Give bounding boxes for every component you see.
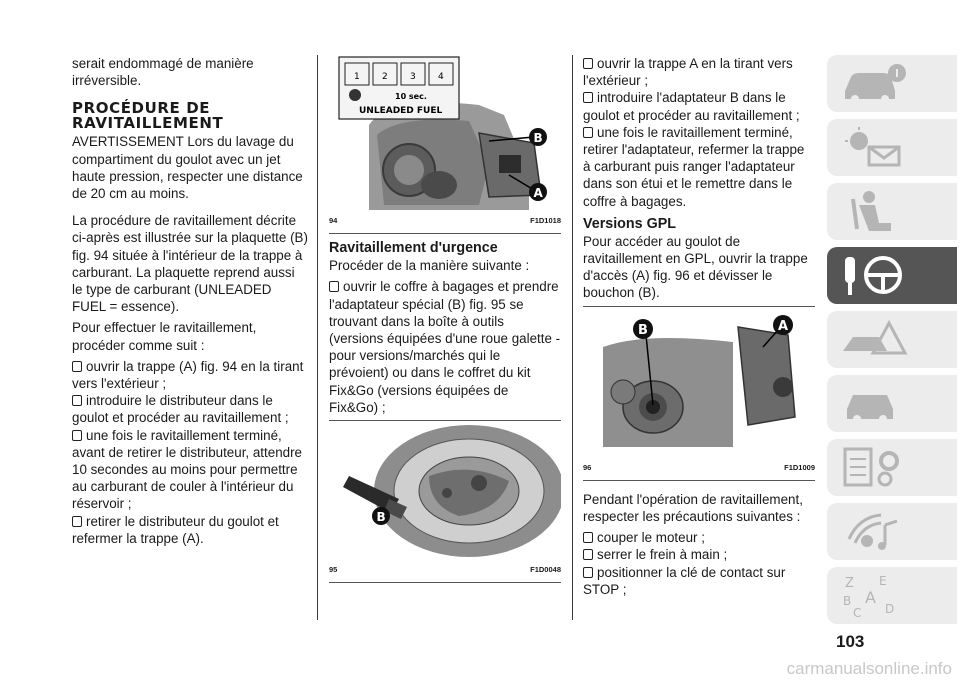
callout-b: B	[638, 323, 648, 338]
index-letter: E	[879, 574, 887, 588]
precautions-paragraph: Pendant l'opération de ravitaillement, r…	[583, 491, 803, 525]
figure-caption: 96 F1D1009	[583, 457, 815, 480]
checkbox-bullet-icon	[329, 281, 339, 293]
chapter-tab-emergency[interactable]	[827, 311, 957, 368]
column-3: ouvrir la trappe A en la tirant vers l'e…	[583, 55, 815, 598]
figure-number: 96	[583, 462, 592, 472]
watermark: carmanualsonline.info	[786, 659, 952, 678]
chapter-tab-dashboard[interactable]	[827, 119, 957, 176]
fuel-flap-illustration: 1 2 3 4 10 sec. UNLEADED FUEL B A	[329, 55, 561, 210]
column-2: 1 2 3 4 10 sec. UNLEADED FUEL B A 94 F1D…	[329, 55, 561, 584]
page-number: 103	[836, 632, 865, 651]
spare-wheel-toolbox-illustration: B	[329, 421, 561, 560]
section-heading-refuelling: PROCÉDURE DE RAVITAILLEMENT	[72, 99, 224, 133]
callout-a: A	[778, 319, 788, 334]
list-item: couper le moteur ;	[583, 529, 815, 546]
step-label: 4	[438, 72, 444, 82]
checkbox-bullet-icon	[583, 58, 593, 69]
figure-code: F1D1018	[530, 216, 561, 225]
checkbox-bullet-icon	[583, 92, 593, 104]
column-1: serait endommagé de manière irréversible…	[72, 55, 308, 547]
list-item: ouvrir le coffre à bagages et prendre l'…	[329, 279, 561, 415]
checkbox-bullet-icon	[72, 429, 82, 441]
figure-code: F1D1009	[784, 462, 815, 472]
intro-paragraph: serait endommagé de manière irréversible…	[72, 56, 254, 89]
index-letter: D	[885, 602, 894, 616]
figure-number: 94	[329, 216, 338, 225]
chapter-tab-index[interactable]: Z E B A C D	[827, 567, 957, 624]
car-info-icon	[845, 64, 906, 103]
index-letter: C	[853, 606, 861, 618]
chapter-tab-starting-driving[interactable]	[827, 247, 957, 304]
subheading-lpg: Versions GPL	[583, 215, 676, 232]
dashboard-lights-icon	[845, 127, 901, 167]
column-divider	[317, 55, 318, 620]
seat-safety-icon	[851, 191, 891, 231]
warning-triangle-car-icon	[843, 319, 908, 355]
figure-95: B 95 F1D0048	[329, 420, 561, 584]
list-item: ouvrir la trappe (A) fig. 94 en la tiran…	[72, 358, 304, 392]
key-steering-wheel-icon	[845, 256, 902, 295]
figure-96: B A 96 F1D1009	[583, 305, 815, 481]
list-item: une fois le ravitaillement terminé, avan…	[72, 427, 303, 512]
figure-number: 95	[329, 565, 338, 575]
chapter-tab-knowing-car[interactable]	[827, 55, 957, 112]
lpg-filler-illustration: B A	[583, 306, 815, 457]
checkbox-bullet-icon	[583, 566, 593, 578]
checkbox-bullet-icon	[72, 515, 82, 527]
list-item: positionner la clé de contact sur STOP ;	[583, 564, 786, 597]
checkbox-bullet-icon	[583, 549, 593, 561]
chapter-tab-technical-data[interactable]	[827, 439, 957, 496]
index-letter: B	[843, 594, 851, 608]
step-label: 1	[354, 72, 360, 82]
car-service-icon	[847, 395, 893, 423]
figure-caption: 95 F1D0048	[329, 559, 561, 582]
list-item: serrer le frein à main ;	[583, 546, 815, 563]
index-letter: A	[865, 588, 876, 607]
lpg-paragraph: Pour accéder au goulot de ravitaillement…	[583, 233, 808, 301]
callout-b: B	[377, 510, 386, 524]
alphabet-index-icon: Z E B A C D	[843, 574, 894, 618]
chapter-sidebar: Z E B A C D	[827, 55, 957, 631]
unleaded-fuel-label: UNLEADED FUEL	[359, 106, 443, 116]
time-label: 10 sec.	[395, 92, 427, 101]
checkbox-bullet-icon	[72, 360, 82, 372]
figure-94: 1 2 3 4 10 sec. UNLEADED FUEL B A 94 F1D…	[329, 55, 561, 235]
settings-list-icon	[843, 447, 899, 487]
figure-caption: 94 F1D1018	[329, 210, 561, 233]
list-item: introduire le distributeur dans le goulo…	[72, 393, 289, 426]
list-item: une fois le ravitaillement terminé, reti…	[583, 124, 805, 209]
checkbox-bullet-icon	[72, 395, 82, 407]
procedure-paragraph: La procédure de ravitaillement décrite c…	[72, 213, 308, 315]
emergency-paragraph: Procéder de la manière suivante :	[329, 258, 530, 274]
follow-paragraph: Pour effectuer le ravitaillement, procéd…	[72, 320, 257, 353]
list-item: ouvrir la trappe A en la tirant vers l'e…	[583, 56, 793, 89]
multimedia-icon	[847, 513, 898, 550]
fuel-pump-icon	[349, 89, 361, 101]
list-item: introduire l'adaptateur B dans le goulot…	[583, 90, 800, 123]
figure-code: F1D0048	[530, 565, 561, 575]
step-label: 2	[382, 72, 388, 82]
step-label: 3	[410, 72, 416, 82]
list-item: retirer le distributeur du goulot et ref…	[72, 513, 279, 546]
callout-b: B	[534, 131, 543, 145]
column-divider	[572, 55, 573, 620]
checkbox-bullet-icon	[583, 126, 593, 138]
chapter-tab-multimedia[interactable]	[827, 503, 957, 560]
subheading-emergency: Ravitaillement d'urgence	[329, 240, 498, 257]
chapter-tab-safety[interactable]	[827, 183, 957, 240]
index-letter: Z	[845, 576, 854, 591]
chapter-tab-maintenance[interactable]	[827, 375, 957, 432]
callout-a: A	[534, 186, 544, 200]
warning-paragraph: AVERTISSEMENT Lors du lavage du comparti…	[72, 134, 303, 202]
checkbox-bullet-icon	[583, 532, 593, 544]
